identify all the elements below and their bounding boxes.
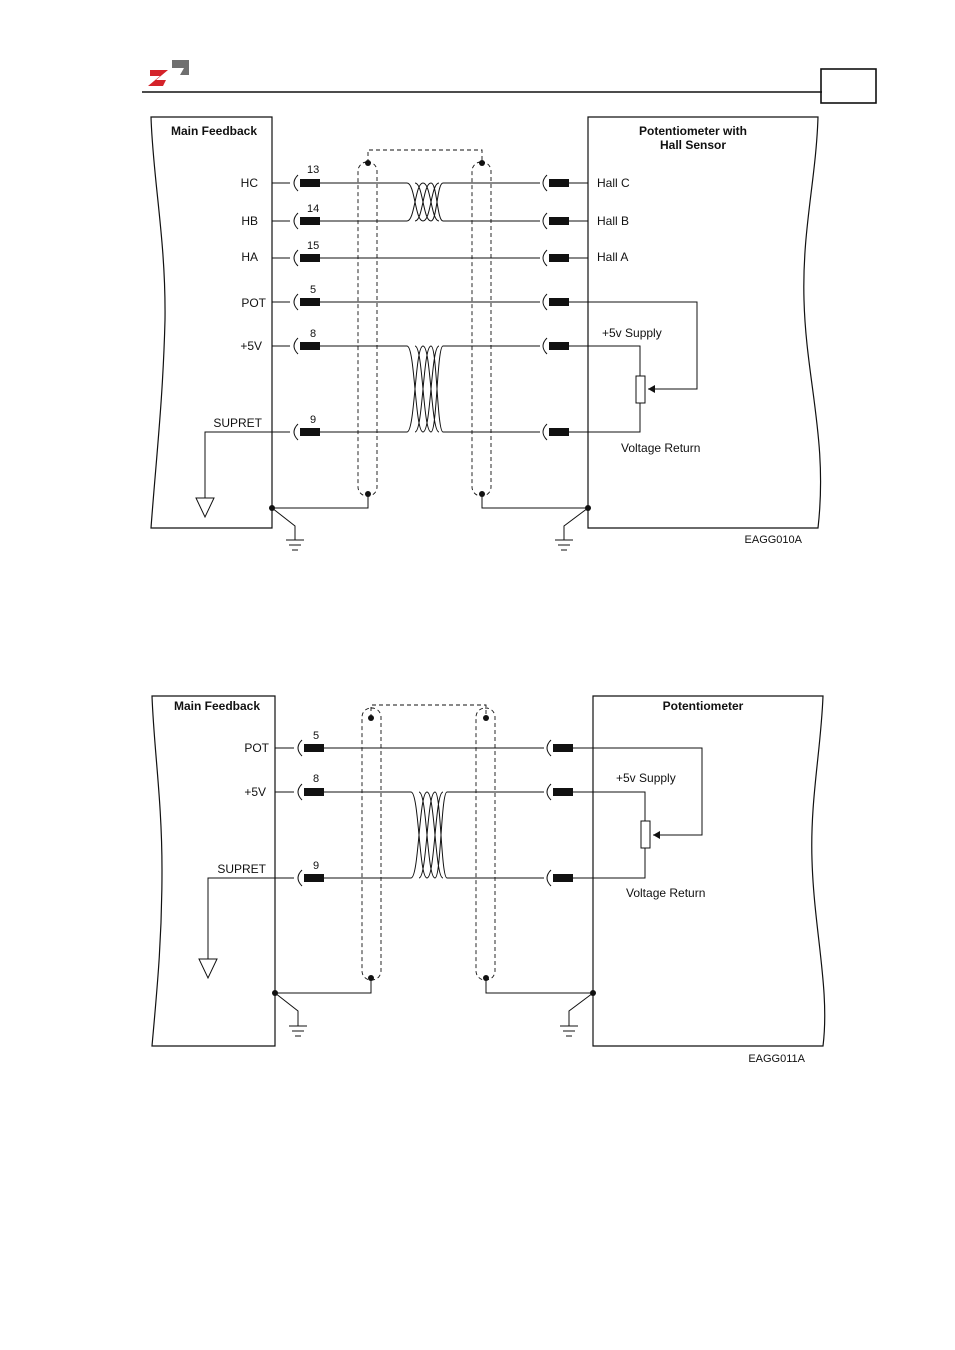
signal-label: SUPRET: [213, 416, 262, 430]
cable-wires: [324, 748, 544, 878]
header: [142, 60, 876, 103]
signal-label: HC: [241, 176, 259, 190]
signal-label: +5V: [244, 785, 266, 799]
right-connectors: [547, 740, 573, 886]
cable-shield: [272, 150, 588, 508]
right-box-title-line2: Hall Sensor: [660, 138, 726, 152]
signal-label: POT: [244, 741, 269, 755]
earth-ground-right: [560, 990, 596, 1036]
signal-label: SUPRET: [217, 862, 266, 876]
pin-number: 5: [313, 730, 319, 742]
right-connectors: [543, 175, 588, 440]
pin-number: 13: [307, 164, 319, 176]
diagram-1: Main Feedback Potentiometer with Hall Se…: [151, 117, 821, 550]
earth-ground-right: [555, 505, 591, 550]
left-box-title: Main Feedback: [171, 124, 257, 138]
earth-ground-left: [272, 990, 307, 1036]
earth-ground-left: [269, 505, 304, 550]
cable-wires: [320, 183, 540, 432]
pin-number: 14: [307, 203, 319, 215]
potentiometer-symbol: [573, 748, 702, 878]
pin-number: 15: [307, 240, 319, 252]
return-label: Voltage Return: [626, 886, 705, 900]
return-label: Voltage Return: [621, 441, 700, 455]
signal-label: POT: [241, 296, 266, 310]
pin-number: 8: [310, 328, 316, 340]
supply-label: +5v Supply: [602, 326, 662, 340]
signal-ground-symbol: [199, 878, 275, 978]
pin-number: 9: [310, 414, 316, 426]
page-number-box: [821, 69, 876, 103]
left-box-title: Main Feedback: [174, 699, 260, 713]
signal-label: HA: [241, 250, 258, 264]
pin-number: 8: [313, 773, 319, 785]
hall-label: Hall B: [597, 214, 629, 228]
signal-ground-symbol: [196, 432, 272, 517]
company-logo: [148, 60, 189, 86]
hall-label: Hall C: [597, 176, 630, 190]
pin-number: 5: [310, 284, 316, 296]
drawing-code: EAGG011A: [748, 1053, 805, 1065]
supply-label: +5v Supply: [616, 771, 676, 785]
right-box-title: Potentiometer: [663, 699, 744, 713]
signal-label: +5V: [240, 339, 262, 353]
right-box-title-line1: Potentiometer with: [639, 124, 747, 138]
signal-label: HB: [241, 214, 258, 228]
hall-label: Hall A: [597, 250, 628, 264]
drawing-code: EAGG010A: [745, 534, 803, 546]
diagram-2: Main Feedback Potentiometer POT +5V SUPR…: [152, 696, 825, 1065]
pin-number: 9: [313, 860, 319, 872]
